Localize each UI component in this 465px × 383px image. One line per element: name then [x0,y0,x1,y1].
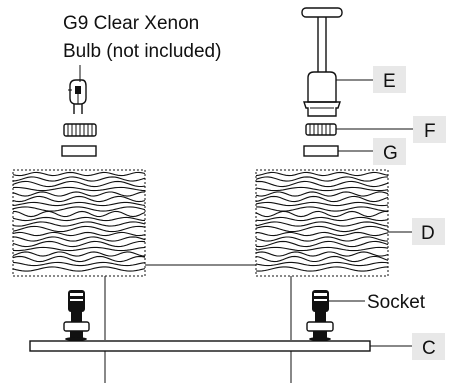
left-ring-nut-icon [63,123,97,137]
shade-wave-line [12,231,146,237]
shade-wave-line [255,210,389,218]
g9-bulb-icon [68,79,87,114]
shade-wave-line [255,195,389,203]
bulb-label-line2: Bulb (not included) [63,41,221,62]
right-shade [255,169,389,277]
shade-wave-line [12,251,146,257]
shade-wave-line [12,206,146,212]
shade-wave-line [12,225,146,233]
shade-wave-line [255,186,389,192]
shade-wave-line [255,180,389,188]
left-shade [12,169,146,277]
shade-wave-line [255,236,389,242]
shade-wave-line [12,216,146,222]
shade-wave-line [12,210,146,218]
shade-wave-line [255,176,389,182]
callout-d-box [412,218,445,245]
callout-c-box [412,333,445,360]
right-ring-nut-icon [305,123,337,136]
left-socket-icon [63,290,90,341]
bulb-puller-tool-icon [301,7,343,117]
callout-e-label: E [383,71,396,92]
callout-f-label: F [424,121,436,142]
shade-wave-line [12,180,146,188]
callout-e-box [373,66,406,93]
shade-wave-line [255,225,389,233]
shade-wave-line [12,176,146,182]
shade-wave-line [255,246,389,252]
callout-g-label: G [383,143,398,164]
shade-wave-line [255,261,389,267]
shade-wave-line [12,236,146,242]
shade-wave-line [12,186,146,192]
left-washer-icon [61,145,97,157]
shade-wave-line [12,201,146,207]
right-washer-icon [303,145,339,157]
shade-wave-line [12,246,146,252]
shade-wave-line [255,231,389,237]
shade-wave-line [12,266,146,272]
shade-wave-line [12,171,146,177]
shade-wave-line [12,255,146,263]
bulb-label-line1: G9 Clear Xenon [63,13,199,34]
shade-wave-line [255,216,389,222]
base-plate [29,340,371,352]
shade-wave-line [255,221,389,227]
shade-wave-line [255,266,389,272]
shade-wave-line [255,240,389,248]
callout-f-box [413,116,446,143]
shade-wave-line [255,191,389,197]
shade-wave-line [12,191,146,197]
shade-wave-line [12,195,146,203]
shade-wave-line [12,261,146,267]
shade-wave-line [255,171,389,177]
right-socket-icon [306,290,334,341]
shade-wave-line [256,206,389,212]
shade-wave-line [255,255,389,263]
callout-g-box [373,138,406,165]
shade-wave-line [12,221,146,227]
callout-d-label: D [421,223,435,244]
callout-c-label: C [422,338,436,359]
shade-wave-line [255,201,389,207]
shade-wave-line [12,240,146,248]
shade-wave-line [255,251,389,257]
socket-label: Socket [367,292,426,313]
